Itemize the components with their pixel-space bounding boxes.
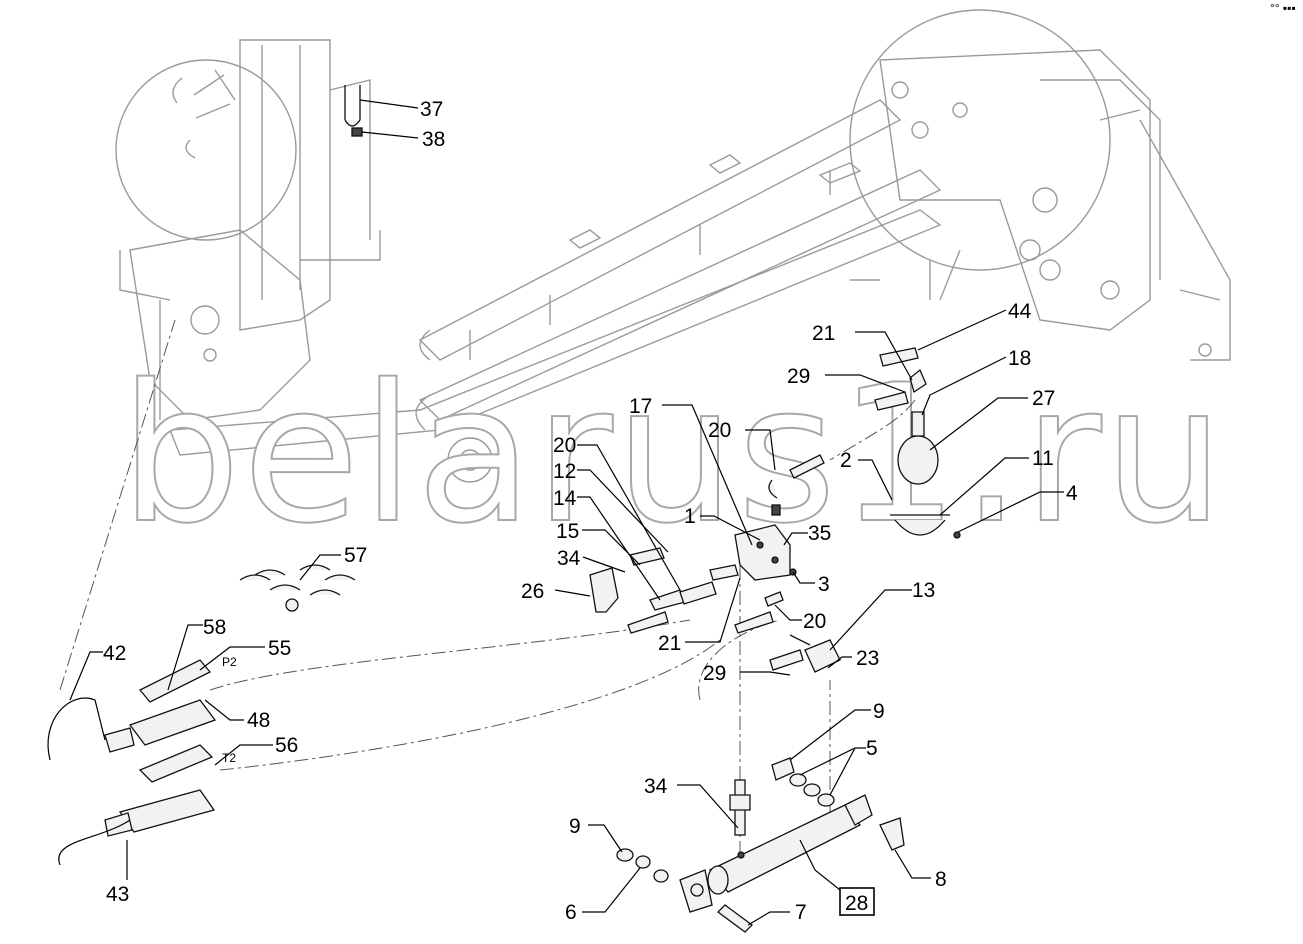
callout-3: 3	[818, 573, 830, 596]
clip-bracket	[239, 564, 356, 612]
callout-7: 7	[795, 901, 807, 924]
callout-23: 23	[856, 647, 879, 670]
callout-1: 1	[684, 505, 696, 528]
callout-44: 44	[1008, 300, 1032, 323]
callout-20: 20	[803, 610, 826, 633]
callout-5: 5	[866, 737, 878, 760]
callout-21: 21	[658, 632, 681, 655]
callout-12: 12	[553, 460, 576, 483]
callout-56: 56	[275, 734, 298, 757]
watermark-text: belarus1.ru	[120, 344, 1226, 565]
callout-43: 43	[106, 883, 129, 906]
parts	[47, 85, 961, 933]
callout-48: 48	[247, 709, 270, 732]
callout-6: 6	[565, 901, 577, 924]
callout-9: 9	[873, 700, 885, 723]
callout-29: 29	[787, 365, 810, 388]
callout-20: 20	[708, 419, 731, 442]
dust-cap	[58, 819, 131, 866]
callout-9: 9	[569, 815, 581, 838]
pin	[717, 904, 753, 933]
callout-20: 20	[553, 434, 576, 457]
callout-55: 55	[268, 637, 291, 660]
callout-38: 38	[422, 128, 445, 151]
callout-8: 8	[935, 868, 947, 891]
callout-42: 42	[103, 642, 126, 665]
dust-cap	[47, 697, 106, 761]
callout-2: 2	[840, 449, 852, 472]
callout-17: 17	[629, 395, 652, 418]
callout-27: 27	[1032, 387, 1055, 410]
callout-18: 18	[1008, 347, 1031, 370]
callout-14: 14	[553, 487, 577, 510]
callout-37: 37	[420, 98, 443, 121]
callout-26: 26	[521, 580, 544, 603]
u-bolt	[344, 85, 361, 127]
port-label-p2: P2	[222, 655, 237, 669]
nut	[351, 127, 363, 137]
valve-block	[734, 524, 791, 581]
leader-lines	[69, 99, 1064, 926]
elbow-fitting	[589, 567, 619, 613]
port-label-t2: T2	[222, 751, 236, 765]
callout-4: 4	[1066, 482, 1078, 505]
quick-couplers	[104, 659, 217, 837]
callout-13: 13	[912, 579, 935, 602]
callout-35: 35	[808, 522, 831, 545]
callout-34: 34	[644, 775, 668, 798]
accumulator	[897, 435, 939, 485]
callout-57: 57	[344, 544, 367, 567]
callout-28: 28	[845, 892, 868, 915]
callout-34: 34	[557, 547, 581, 570]
callout-11: 11	[1032, 447, 1054, 470]
callout-29: 29	[703, 662, 726, 685]
corner-mark: °° ▪▪▪	[1270, 1, 1296, 15]
hydraulic-cylinder	[679, 779, 905, 913]
callout-15: 15	[556, 520, 579, 543]
callout-21: 21	[812, 322, 835, 345]
callout-58: 58	[203, 616, 226, 639]
callout-labels: 37 38 44 21 18 29 27 17 20 2 11 20 4 12 …	[103, 1, 1296, 924]
callout-28-box	[839, 887, 875, 916]
frame-background	[115, 9, 1231, 483]
